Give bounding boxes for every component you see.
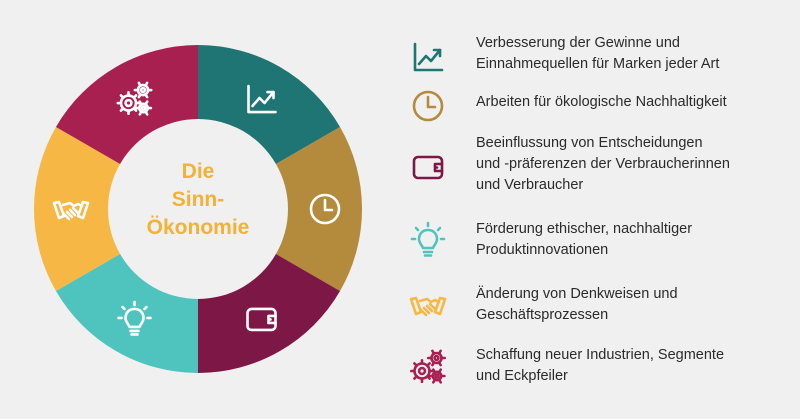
center-title-line-1: Die	[181, 160, 215, 183]
legend-text-line: Beeinflussung von Entscheidungen	[476, 135, 703, 151]
legend-text-line: und -präferenzen der Verbraucherinnen	[476, 156, 730, 172]
segment-profits	[198, 45, 341, 164]
gears-icon	[116, 81, 153, 116]
lightbulb-icon	[410, 221, 446, 257]
gears-icon	[410, 349, 446, 384]
chart-trend-icon	[247, 84, 277, 114]
lightbulb-icon	[117, 300, 152, 336]
wallet-icon	[412, 155, 444, 180]
center-title-line-3: Ökonomie	[146, 216, 250, 239]
handshake-icon	[409, 296, 447, 317]
legend-text-line: Schaffung neuer Industrien, Segmente	[476, 347, 725, 363]
wallet-icon	[246, 307, 277, 332]
center-title-line-2: Sinn-	[171, 188, 225, 211]
legend-text-line: Produktinnovationen	[476, 242, 609, 258]
chart-trend-icon	[413, 42, 444, 72]
legend-text-line: und Eckpfeiler	[476, 368, 568, 384]
legend: Verbesserung der Gewinne und Einnahmeque…	[400, 0, 800, 419]
legend-text-line: und Verbraucher	[476, 177, 584, 193]
segmented-ring-diagram	[33, 45, 362, 373]
legend-text-line: Einnahmequellen für Marken jeder Art	[476, 56, 720, 72]
legend-text-line: Arbeiten für ökologische Nachhaltigkeit	[476, 94, 727, 110]
handshake-icon	[52, 200, 90, 221]
clock-icon	[412, 90, 444, 122]
segment-sustainability	[275, 127, 362, 291]
legend-text-line: Förderung ethischer, nachhaltiger	[476, 221, 693, 237]
legend-text-line: Geschäftsprozessen	[476, 307, 609, 323]
legend-text-line: Änderung von Denkweisen und	[476, 286, 678, 302]
center-title: Die Sinn- Ökonomie	[128, 158, 268, 242]
legend-text-line: Verbesserung der Gewinne und	[476, 35, 680, 51]
segment-consumer-decisions	[198, 254, 341, 373]
clock-icon	[309, 193, 341, 225]
segment-mindsets	[33, 127, 121, 291]
